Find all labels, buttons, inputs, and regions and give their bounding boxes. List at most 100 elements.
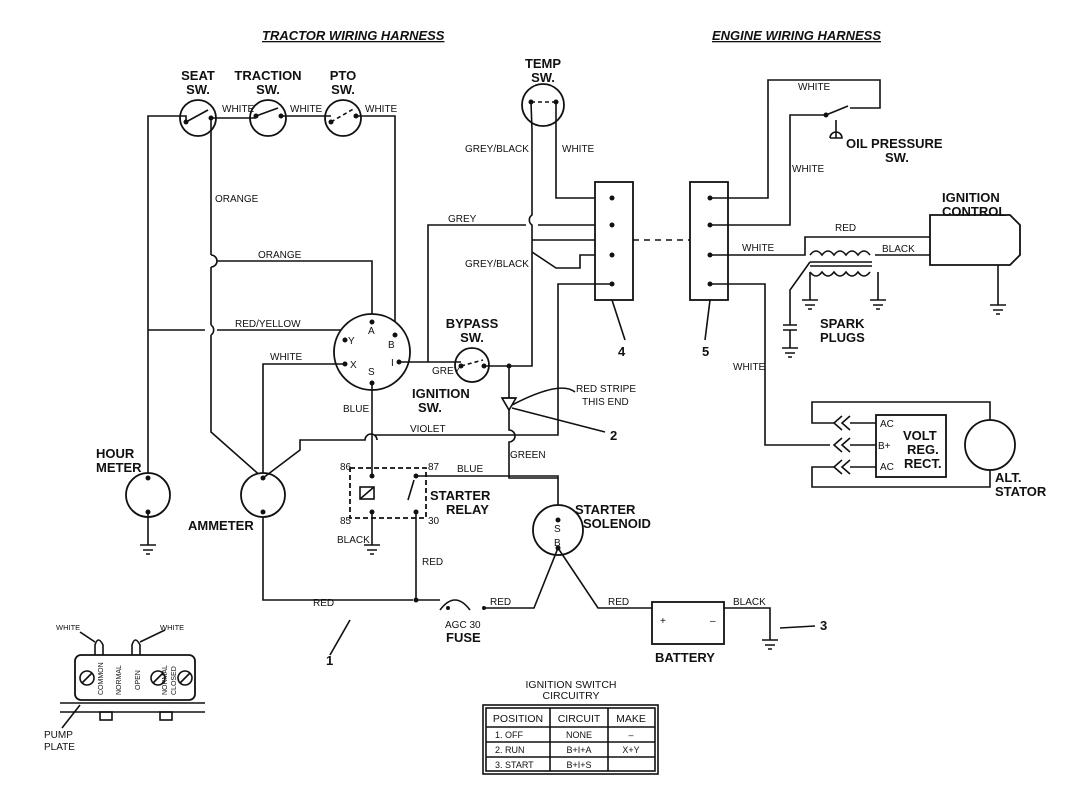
reg-terminal-ac2: AC	[880, 462, 894, 473]
pump-plate-label: PUMP	[44, 730, 73, 741]
starter-solenoid-label-sol: SOLENOID	[583, 516, 651, 531]
pump-plate-label-plate: PLATE	[44, 742, 75, 753]
wire-label-white-temp: WHITE	[562, 144, 595, 155]
battery-plus: +	[660, 616, 666, 627]
temp-switch: TEMP SW.	[521, 56, 565, 127]
pto-switch-label-sw: SW.	[331, 82, 355, 97]
temp-switch-label-sw: SW.	[531, 70, 555, 85]
pump-closed: CLOSED	[171, 666, 178, 695]
table-header-circuit: CIRCUIT	[558, 713, 601, 725]
ignition-coil: SPARK PLUGS	[782, 250, 886, 358]
solenoid-terminal-b: B	[554, 538, 561, 549]
battery-label: BATTERY	[655, 650, 715, 665]
wire-label-violet: VIOLET	[410, 424, 446, 435]
wire-label-white-ign-x: WHITE	[270, 352, 303, 363]
wire-label-grey-bypass: GREY	[432, 366, 461, 377]
table-cell: B+I+S	[566, 760, 591, 770]
wire-label-black-battery: BLACK	[733, 597, 766, 608]
battery: + – BATTERY	[651, 601, 725, 665]
traction-switch-label-sw: SW.	[256, 82, 280, 97]
callout-1: 1	[326, 653, 333, 668]
ign-terminal-s: S	[368, 367, 375, 378]
wire-label-green: GREEN	[510, 450, 546, 461]
pto-switch-label: PTO	[330, 68, 357, 83]
relay-terminal-86: 86	[340, 462, 352, 473]
callout-2: 2	[610, 428, 617, 443]
ign-terminal-i: I	[391, 358, 394, 369]
reg-terminal-bplus: B+	[878, 441, 891, 452]
ign-terminal-y: Y	[348, 336, 355, 347]
table-cell: 1. OFF	[495, 730, 524, 740]
wire-label-white-2: WHITE	[290, 104, 323, 115]
starter-solenoid-label: STARTER	[575, 502, 636, 517]
ignition-control-label-control: CONTROL	[942, 204, 1006, 219]
wire-label-white-oil-2: WHITE	[792, 164, 825, 175]
connector-4: 4	[594, 181, 634, 359]
wire-label-blue-2: BLUE	[457, 464, 483, 475]
wire-label-grey: GREY	[448, 214, 477, 225]
relay-terminal-87: 87	[428, 462, 440, 473]
ignition-control: IGNITION CONTROL	[929, 190, 1021, 315]
pump-normal2: NORMAL	[162, 665, 169, 695]
starter-relay: 86 87 85 30 STARTER RELAY	[340, 462, 491, 527]
diode: RED STRIPE THIS END 2	[500, 366, 636, 479]
ign-terminal-x: X	[350, 360, 357, 371]
callout-4: 4	[618, 344, 626, 359]
spark-plugs-label-plugs: PLUGS	[820, 330, 865, 345]
alt-stator-label-stator: STATOR	[995, 484, 1047, 499]
solenoid-terminal-s: S	[554, 524, 561, 535]
starter-relay-label: STARTER	[430, 488, 491, 503]
wire-label-white-ign: WHITE	[742, 243, 775, 254]
table-cell: NONE	[566, 730, 592, 740]
seat-switch: SEAT SW.	[179, 68, 217, 137]
oil-pressure-label-sw: SW.	[885, 150, 909, 165]
volt-reg-label-reg: REG.	[907, 442, 939, 457]
connector-5: 5	[689, 181, 729, 359]
bypass-switch: BYPASS SW.	[446, 316, 499, 383]
starter-relay-label-relay: RELAY	[446, 502, 489, 517]
wire-label-grey-black-1: GREY/BLACK	[465, 144, 529, 155]
wire-label-red-battery: RED	[608, 597, 629, 608]
callout-3: 3	[820, 618, 827, 633]
ign-terminal-a: A	[368, 326, 375, 337]
pump-open: OPEN	[135, 670, 142, 690]
wire-label-orange-2: ORANGE	[258, 250, 302, 261]
pump-normal: NORMAL	[116, 665, 123, 695]
callout-5: 5	[702, 344, 709, 359]
table-title-circuitry: CIRCUITRY	[543, 690, 600, 702]
wire-label-white-1: WHITE	[222, 104, 255, 115]
table-cell: 2. RUN	[495, 745, 525, 755]
wire-label-black-relay: BLACK	[337, 535, 370, 546]
volt-reg-label-rect: RECT.	[904, 456, 942, 471]
engine-harness-header: ENGINE WIRING HARNESS	[712, 28, 881, 43]
table-cell: –	[628, 730, 633, 740]
table-cell: B+I+A	[566, 745, 591, 755]
fuse-label-fuse: FUSE	[446, 630, 481, 645]
fuse-label: AGC 30	[445, 620, 481, 631]
wire-label-red-relay: RED	[422, 557, 443, 568]
ignition-switch-label: IGNITION	[412, 386, 470, 401]
wire-label-red-yellow: RED/YELLOW	[235, 319, 301, 330]
red-stripe-label: RED STRIPE	[576, 384, 636, 395]
hour-meter: HOUR METER	[96, 446, 171, 555]
oil-pressure-switch: OIL PRESSURE SW.	[823, 105, 943, 165]
ignition-switch: A B Y X S I IGNITION SW.	[333, 313, 470, 415]
ignition-circuitry-table: IGNITION SWITCH CIRCUITRY POSITION CIRCU…	[482, 679, 659, 775]
ignition-switch-label-sw: SW.	[418, 400, 442, 415]
ignition-control-label: IGNITION	[942, 190, 1000, 205]
volt-reg-label: VOLT	[903, 428, 937, 443]
wire-label-white-3: WHITE	[365, 104, 398, 115]
hour-meter-label: HOUR	[96, 446, 135, 461]
red-stripe-label-end: THIS END	[582, 397, 629, 408]
wire-label-blue-1: BLUE	[343, 404, 369, 415]
wire-label-red-ign: RED	[835, 223, 856, 234]
wire-label-white-oil-1: WHITE	[798, 82, 831, 93]
alternator-stator: ALT. STATOR	[964, 419, 1047, 499]
alt-stator-label: ALT.	[995, 470, 1021, 485]
ammeter-label: AMMETER	[188, 518, 254, 533]
table-header-position: POSITION	[493, 713, 543, 725]
table-cell: X+Y	[622, 745, 639, 755]
relay-terminal-30: 30	[428, 516, 440, 527]
wire-label-black-ign: BLACK	[882, 244, 915, 255]
